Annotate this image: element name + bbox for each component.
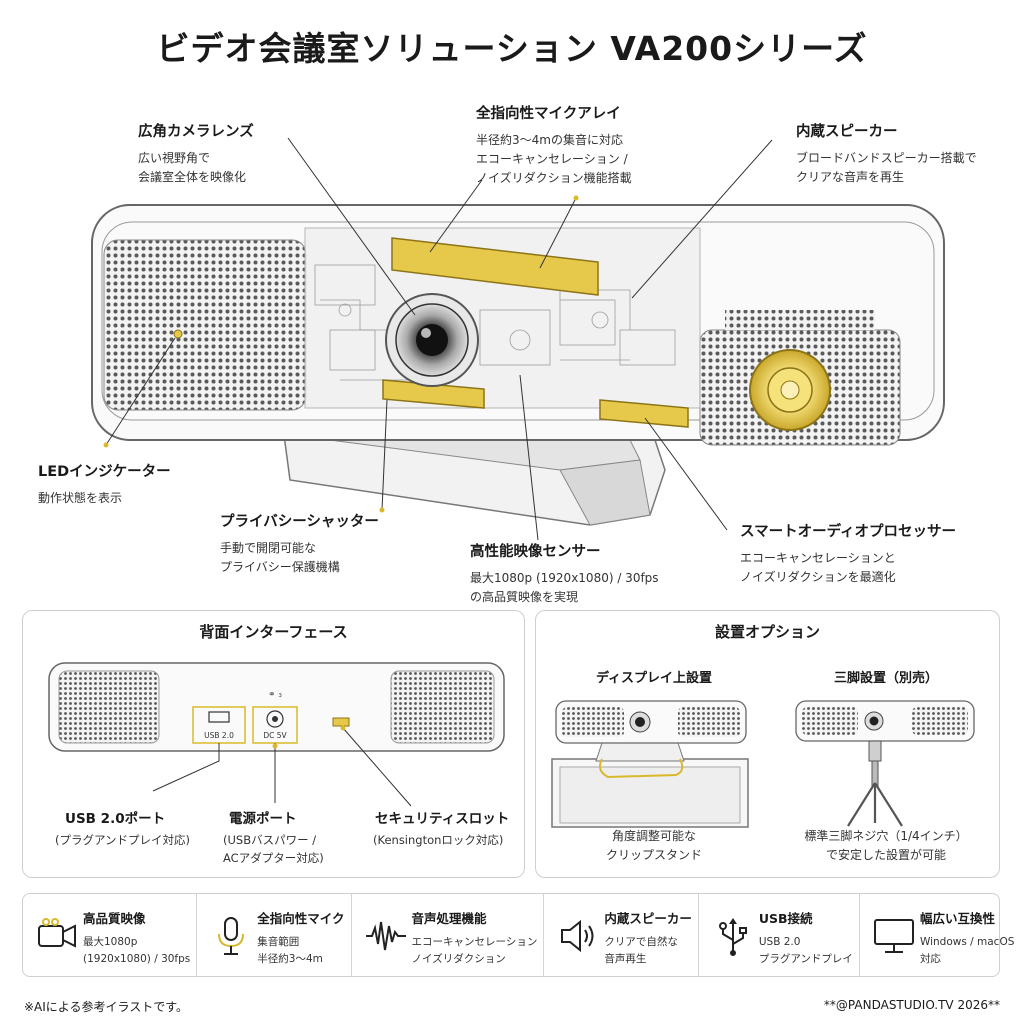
callout-shutter-desc-1: 手動で開閉可能な (220, 541, 317, 555)
callout-lens-desc-1: 広い視野角で (138, 151, 211, 165)
feature-audio-desc-2: ノイズリダクション (411, 953, 506, 965)
usb-port-desc: (プラグアンドプレイ対応) (55, 833, 191, 847)
power-port-label: 電源ポート (229, 811, 297, 827)
feature-mic-desc-1: 集音範囲 (257, 936, 300, 948)
feature-usb-title: USB接続 (758, 911, 813, 926)
feature-item-usb: USB接続 USB 2.0 プラグアンドプレイ (699, 894, 860, 976)
sensor-board (382, 379, 485, 409)
feature-item-mic: 全指向性マイク 集音範囲 半径約3～4m (197, 894, 352, 976)
feature-item-speaker: 内蔵スピーカー クリアで自然な 音声再生 (544, 894, 699, 976)
feature-item-compat: 幅広い互換性 Windows / macOS 対応 (860, 894, 1020, 976)
display-mount-desc-2: クリップスタンド (605, 848, 702, 862)
mic-array-board (391, 237, 599, 296)
feature-compat-desc-2: 対応 (919, 953, 941, 965)
page-title: ビデオ会議室ソリューション VA200シリーズ (156, 29, 868, 68)
display-mount-title: ディスプレイ上設置 (595, 671, 713, 686)
callout-processor-desc-2: ノイズリダクションを最適化 (740, 570, 896, 584)
feature-video-title: 高品質映像 (83, 911, 146, 926)
svg-text:⚭ ₃: ⚭ ₃ (268, 690, 282, 700)
audio-processor-chip (599, 399, 689, 428)
rear-interface-panel: 背面インターフェース ⚭ ₃ USB 2.0 DC 5V USB 2.0ポート … (22, 610, 525, 878)
callout-lens-desc-2: 会議室全体を映像化 (138, 170, 247, 184)
security-slot-desc: (Kensingtonロック対応) (373, 833, 504, 847)
callout-speaker: 内蔵スピーカー ブロードバンドスピーカー搭載で クリアな音声を再生 (796, 120, 977, 187)
callout-speaker-desc-1: ブロードバンドスピーカー搭載で (796, 151, 977, 165)
callout-mic-title: 全指向性マイクアレイ (476, 106, 621, 122)
callout-speaker-desc-2: クリアな音声を再生 (796, 170, 905, 184)
feature-compat-title: 幅広い互換性 (919, 911, 995, 926)
power-port-desc-2: ACアダプター対応) (223, 851, 324, 865)
callout-mic-desc-1: 半径約3～4mの集音に対応 (476, 133, 623, 147)
feature-item-audio-processing: 音声処理機能 エコーキャンセレーション ノイズリダクション (352, 894, 545, 976)
feature-bar: 高品質映像 最大1080p (1920x1080) / 30fps 全指向性マイ… (22, 893, 1014, 977)
callout-lens: 広角カメラレンズ 広い視野角で 会議室全体を映像化 (138, 120, 254, 187)
feature-item-video: 高品質映像 最大1080p (1920x1080) / 30fps (23, 894, 198, 976)
mount-options-panel: 設置オプション ディスプレイ上設置 三脚設置（別売） 角度調整可能な クリップス… (535, 610, 1000, 878)
feature-audio-title: 音声処理機能 (411, 911, 487, 926)
microphone-icon (218, 917, 245, 955)
usb-port-label: USB 2.0ポート (65, 811, 166, 827)
mount-options-title: 設置オプション (714, 623, 820, 641)
feature-compat-desc-1: Windows / macOS (919, 936, 1015, 948)
callout-led-title: LEDインジケーター (38, 464, 171, 480)
callout-mic: 全指向性マイクアレイ 半径約3～4mの集音に対応 エコーキャンセレーション / … (476, 102, 632, 188)
rear-device-illustration: ⚭ ₃ USB 2.0 DC 5V (48, 662, 505, 807)
left-speaker-grille (103, 239, 307, 411)
feature-video-desc-2: (1920x1080) / 30fps (83, 953, 191, 965)
rear-interface-title: 背面インターフェース (199, 623, 348, 641)
copyright-credit: **@PANDASTUDIO.TV 2026** (823, 998, 1000, 1012)
feature-usb-desc-2: プラグアンドプレイ (758, 953, 853, 965)
led-indicator (173, 329, 183, 339)
mount-illustrations (551, 700, 975, 828)
callout-shutter-desc-2: プライバシー保護機構 (220, 560, 340, 574)
feature-speaker-desc-2: 音声再生 (604, 953, 647, 965)
callout-sensor-desc-1: 最大1080p (1920x1080) / 30fps (470, 571, 659, 585)
callout-lens-title: 広角カメラレンズ (138, 124, 254, 140)
disclaimer-note: ※AIによる参考イラストです。 (24, 1000, 189, 1014)
feature-video-desc-1: 最大1080p (83, 936, 138, 948)
callout-mic-desc-3: ノイズリダクション機能搭載 (476, 171, 632, 185)
camera-lens (385, 293, 479, 387)
speaker-driver (749, 349, 831, 431)
feature-usb-desc-1: USB 2.0 (758, 936, 801, 948)
security-slot-label: セキュリティスロット (375, 811, 510, 827)
callout-led-desc-1: 動作状態を表示 (38, 491, 123, 505)
device-body (91, 204, 945, 446)
tripod-mount-title: 三脚設置（別売） (833, 671, 938, 686)
usb-port-text: USB 2.0 (204, 731, 234, 740)
callout-sensor-desc-2: の高品質映像を実現 (470, 590, 579, 604)
device-illustration (91, 137, 945, 541)
monitor-icon (873, 919, 914, 953)
waveform-icon (365, 921, 406, 951)
feature-speaker-title: 内蔵スピーカー (604, 911, 692, 926)
callout-processor-title: スマートオーディオプロセッサー (740, 524, 957, 540)
callout-led: LEDインジケーター 動作状態を表示 (38, 460, 171, 508)
callout-shutter-title: プライバシーシャッター (220, 514, 379, 530)
feature-mic-title: 全指向性マイク (257, 911, 345, 926)
callout-processor-desc-1: エコーキャンセレーションと (740, 551, 896, 565)
speaker-icon (561, 919, 594, 953)
usb-icon (718, 918, 747, 956)
callout-shutter: プライバシーシャッター 手動で開閉可能な プライバシー保護機構 (220, 510, 379, 577)
tripod-mount-desc-2: で安定した設置が可能 (825, 848, 946, 862)
callout-processor: スマートオーディオプロセッサー エコーキャンセレーションと ノイズリダクションを… (740, 520, 956, 587)
feature-speaker-desc-1: クリアで自然な (604, 936, 678, 948)
feature-audio-desc-1: エコーキャンセレーション (411, 936, 538, 948)
feature-mic-desc-2: 半径約3～4m (257, 953, 323, 965)
callout-sensor: 高性能映像センサー 最大1080p (1920x1080) / 30fps の高… (470, 540, 659, 607)
callout-speaker-title: 内蔵スピーカー (796, 124, 898, 140)
callout-leader-lines (105, 137, 773, 541)
video-camera-icon (38, 918, 76, 948)
power-port-text: DC 5V (263, 731, 287, 740)
callout-mic-desc-2: エコーキャンセレーション / (476, 152, 628, 166)
callout-sensor-title: 高性能映像センサー (470, 544, 601, 560)
display-mount-desc-1: 角度調整可能な (611, 829, 696, 843)
tripod-mount-desc-1: 標準三脚ネジ穴（1/4インチ） (804, 829, 968, 843)
power-port-desc-1: (USBバスパワー / (223, 833, 317, 847)
